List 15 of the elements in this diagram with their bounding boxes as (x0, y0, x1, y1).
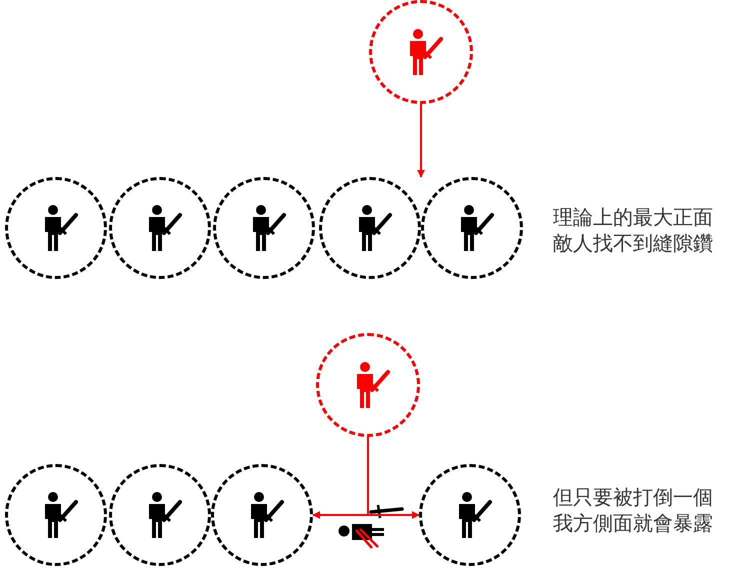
dashed-circle (369, 0, 473, 104)
dashed-circle (5, 464, 107, 566)
arrow (417, 104, 425, 178)
dashed-circle (5, 177, 107, 279)
dashed-circle (109, 177, 211, 279)
caption-text: 理論上的最大正面敵人找不到縫隙鑽 (553, 204, 714, 256)
dashed-circle (213, 177, 315, 279)
dashed-circle (211, 464, 313, 566)
dashed-circle (421, 177, 523, 279)
caption-text: 但只要被打倒一個我方側面就會暴露 (553, 484, 714, 536)
dashed-circle (319, 177, 421, 279)
dashed-circle (316, 333, 420, 437)
arrow (367, 437, 420, 519)
dashed-circle (109, 464, 211, 566)
dashed-circle (419, 464, 521, 566)
